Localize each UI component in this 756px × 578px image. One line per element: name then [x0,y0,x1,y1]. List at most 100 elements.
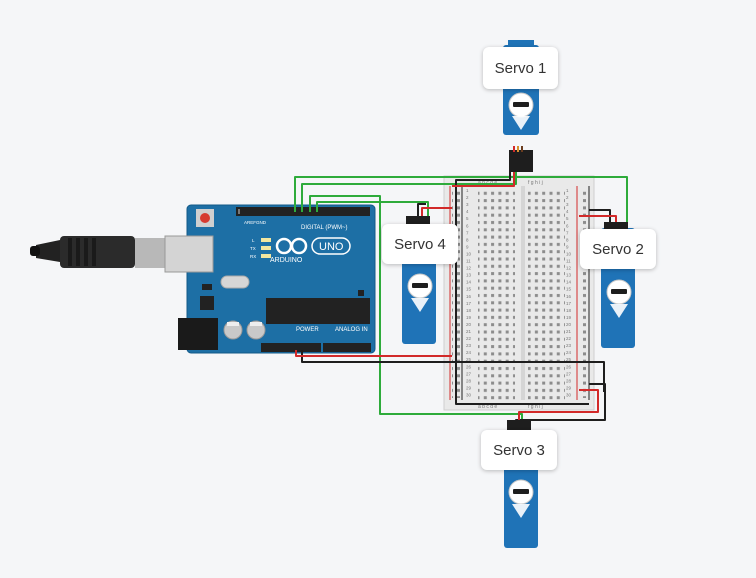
breadboard-left-holes[interactable] [478,188,515,400]
breadboard-row-number: 2 [566,195,569,200]
breadboard-row-number: 13 [466,273,472,278]
breadboard-row-number: 6 [466,223,469,228]
power-header-label: POWER [296,327,319,333]
breadboard-row-number: 18 [466,308,472,313]
wire-green-servo4[interactable] [316,201,429,218]
wires [294,172,628,424]
breadboard-row-number: 21 [466,329,472,334]
wire-servo1-vcc[interactable] [452,172,515,187]
breadboard-row-number: 25 [566,357,572,362]
breadboard-row-number: 3 [466,202,469,207]
breadboard-row-number: 19 [466,315,472,320]
breadboard-right-columns-top: f g h i j [528,180,543,186]
wire-servo2-vcc[interactable] [579,215,617,224]
rx-label: RX [250,254,256,259]
breadboard-row-number: 20 [466,322,472,327]
breadboard-row-number: 5 [566,216,569,221]
breadboard-row-number: 14 [466,280,472,285]
breadboard-row-number: 30 [566,392,572,397]
breadboard-row-number: 15 [566,287,572,292]
breadboard-row-number: 3 [566,202,569,207]
breadboard-row-number: 10 [566,251,572,256]
breadboard-row-number: 29 [566,385,572,390]
breadboard-row-number: 15 [466,287,472,292]
reset-button[interactable] [200,213,210,223]
breadboard-row-number: 24 [466,350,472,355]
breadboard-row-number: 2 [466,195,469,200]
servo-2-label[interactable]: Servo 2 [580,229,656,269]
breadboard-row-number: 14 [566,280,572,285]
wire-5v-red[interactable] [295,350,452,357]
breadboard-row-number: 9 [466,244,469,249]
model-text: UNO [319,241,344,253]
breadboard-row-number: 24 [566,350,572,355]
breadboard-row-number: 13 [566,273,572,278]
analog-header-label: ANALOG IN [335,327,368,333]
breadboard-row-number: 7 [466,230,469,235]
wire-rail-gnd-bridge[interactable] [455,396,589,405]
brand-text: ARDUINO [270,257,303,264]
breadboard-row-number: 26 [466,364,472,369]
breadboard-row-numbers-right: 1234567891011121314151617181920212223242… [566,188,572,397]
digital-header-label: DIGITAL (PWM~) [301,225,348,231]
breadboard-row-number: 1 [466,188,469,193]
breadboard-row-number: 11 [466,259,471,264]
breadboard-row-numbers-left: 1234567891011121314151617181920212223242… [466,188,472,397]
aref-label: AREF [244,220,256,225]
breadboard-row-number: 25 [466,357,472,362]
breadboard-row-number: 5 [466,216,469,221]
breadboard-row-number: 16 [466,294,472,299]
breadboard-row-number: 10 [466,251,472,256]
breadboard-row-number: 19 [566,315,572,320]
servo-3-device[interactable] [504,420,538,548]
breadboard-row-number: 4 [566,209,569,214]
breadboard-row-number: 17 [566,301,572,306]
servo-1-label[interactable]: Servo 1 [483,47,558,89]
breadboard-row-number: 8 [466,237,469,242]
servo-3-label[interactable]: Servo 3 [481,430,557,470]
analog-header [323,343,371,352]
breadboard-row-number: 21 [566,329,572,334]
breadboard-row-number: 29 [466,385,472,390]
breadboard-row-number: 18 [566,308,572,313]
breadboard-row-number: 7 [566,230,569,235]
breadboard-right-holes[interactable] [528,188,565,400]
breadboard-row-number: 20 [566,322,572,327]
breadboard-row-number: 16 [566,294,572,299]
servo-4-device[interactable] [402,216,436,344]
breadboard-left-columns-bottom: a b c d e [478,404,497,410]
breadboard-row-number: 27 [466,371,472,376]
wire-servo4-gnd[interactable] [417,203,426,218]
breadboard-row-number: 30 [466,392,472,397]
breadboard-row-number: 6 [566,223,569,228]
wire-green-servo3[interactable] [309,195,523,422]
breadboard[interactable]: a b c d e f g h i j a b c d e f g h i j … [443,175,595,411]
breadboard-row-number: 27 [566,371,572,376]
breadboard-row-number: 28 [466,378,472,383]
wire-servo3-vcc[interactable] [518,389,599,424]
arduino-uno-board[interactable]: DIGITAL (PWM~) AREF GND ARDUINO UNO L TX… [164,204,376,354]
breadboard-right-columns-bottom: f g h i j [528,404,543,410]
arduino-logo: ARDUINO [270,237,308,264]
breadboard-row-number: 26 [566,364,572,369]
breadboard-row-number: 4 [466,209,469,214]
breadboard-row-number: 8 [566,237,569,242]
gnd-label: GND [256,220,267,225]
wire-servo2-gnd[interactable] [589,209,611,224]
tx-label: TX [250,246,256,251]
breadboard-row-number: 23 [466,343,472,348]
breadboard-row-number: 23 [566,343,572,348]
servo-4-label[interactable]: Servo 4 [382,224,458,264]
wire-servo4-vcc[interactable] [421,207,452,218]
power-header [261,343,321,352]
breadboard-row-number: 1 [566,188,569,193]
wire-green-servo1[interactable] [301,172,517,212]
breadboard-row-number: 28 [566,378,572,383]
atmega-chip [266,298,370,324]
wire-servo1-gnd[interactable] [455,172,511,396]
breadboard-row-number: 12 [466,266,472,271]
breadboard-row-number: 12 [566,266,572,271]
breadboard-row-number: 9 [566,244,569,249]
wire-green-servo2[interactable] [294,176,628,224]
